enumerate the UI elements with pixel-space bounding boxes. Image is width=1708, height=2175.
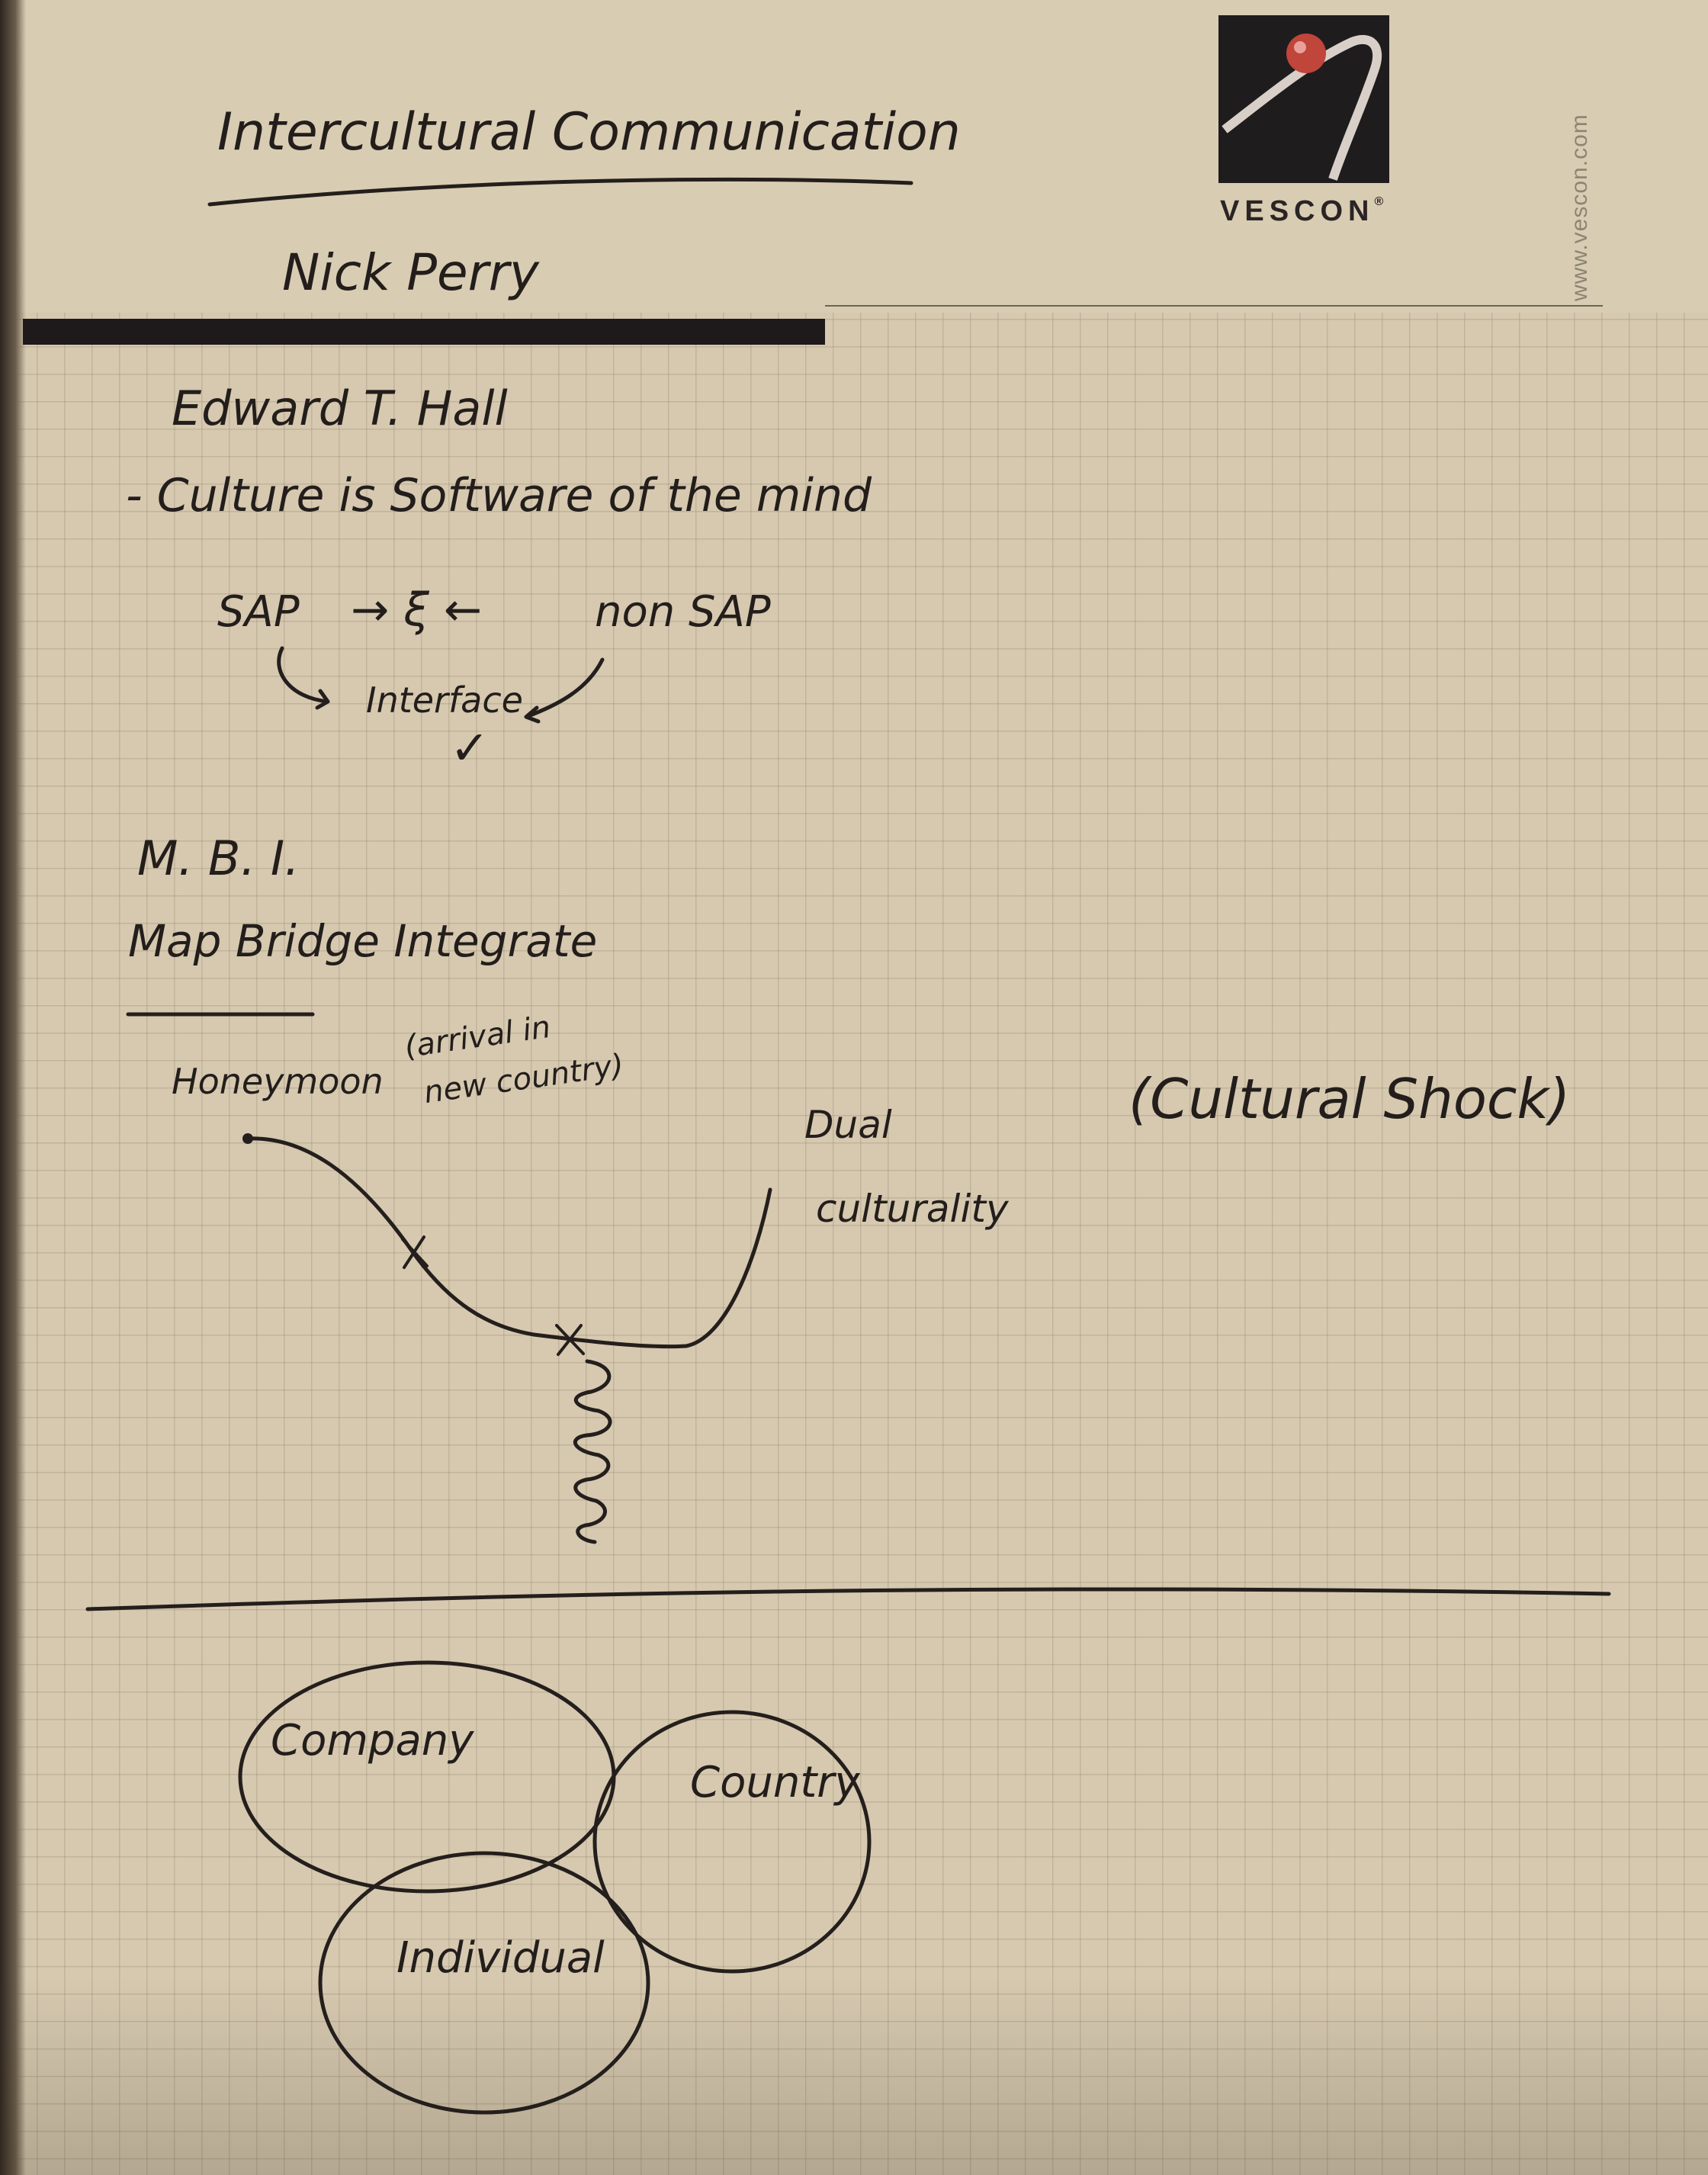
sap-label: SAP [217,587,300,637]
section-divider [85,1587,1611,1611]
venn-individual-label: Individual [396,1933,605,1983]
speaker-name: Edward T. Hall [172,381,508,436]
venn-country-circle [592,1710,872,1974]
page-title: Intercultural Communication [217,102,961,162]
mbi-full: Map Bridge Integrate [128,915,598,967]
venn-individual-circle [318,1851,650,2115]
header-thick-rule [23,319,825,345]
adaptation-curve [246,1136,772,1349]
nonsap-to-interface-arrow [524,657,605,724]
shock-spiral [573,1359,612,1544]
venn-company-label: Company [271,1716,474,1765]
culture-line: - Culture is Software of the mind [126,469,872,522]
cultural-shock-label: (Cultural Shock) [1128,1067,1571,1131]
page-header-band [0,0,1708,313]
author-name: Nick Perry [282,243,539,302]
culturality-label: culturality [816,1187,1009,1231]
page-shadow [0,1977,1708,2175]
header-thin-rule [825,305,1603,307]
binding-edge [0,0,26,2175]
title-underline [207,177,913,207]
brand-name: VESCON® [1220,195,1389,227]
curve-start-dot [242,1133,253,1144]
curve-cross-2 [555,1324,585,1356]
mbi-abbrev: M. B. I. [137,830,300,886]
interface-label: Interface [366,679,523,721]
check-mark: ✓ [450,720,490,776]
dual-label: Dual [804,1103,892,1147]
venn-country-label: Country [690,1758,860,1807]
vescon-logo-icon [1218,15,1389,183]
non-sap-label: non SAP [595,587,771,637]
sap-to-interface-arrow [277,646,330,710]
curve-cross-1 [401,1235,429,1269]
venn-company-circle [238,1660,616,1894]
sap-arrows: → ξ ← [351,583,483,637]
honeymoon-label: Honeymoon [172,1061,384,1102]
